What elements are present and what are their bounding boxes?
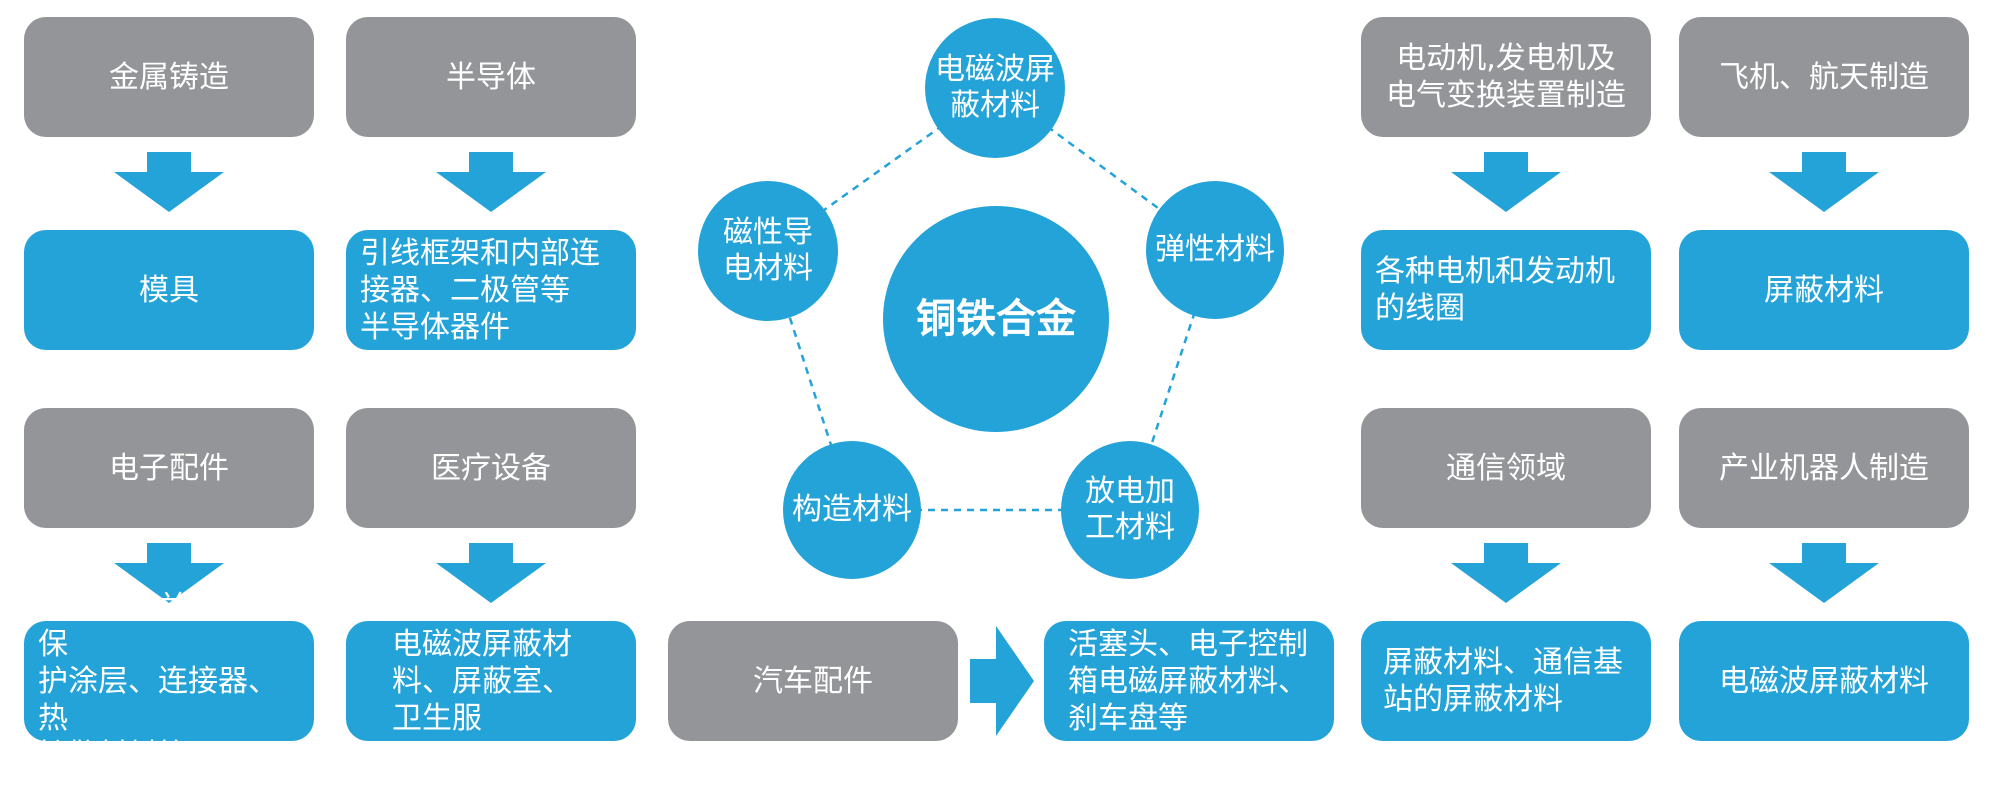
product-label: 屏蔽材料 [1764, 272, 1884, 308]
product-label: 各种电机和发动机 的线圈 [1375, 254, 1615, 326]
product-label: 模具 [139, 272, 199, 308]
material-node-elastic: 弹性材料 [1146, 181, 1284, 319]
material-label: 构造材料 [792, 492, 912, 527]
product-box-semiconductor-devices: 引线框架和内部连 接器、二极管等 半导体器件 [346, 230, 636, 350]
material-node-edm: 放电加 工材料 [1061, 441, 1199, 579]
product-label: 电线、开关、电磁保 护涂层、连接器、热 扩敬材料等 [38, 589, 278, 773]
industry-box-telecom: 通信领域 [1361, 408, 1651, 528]
industry-label: 半导体 [446, 59, 536, 95]
material-node-emi-shielding: 电磁波屏 蔽材料 [925, 18, 1065, 158]
product-label: 电磁波屏蔽材 料、屏蔽室、 卫生服 [392, 626, 572, 736]
product-label: 电磁波屏蔽材料 [1719, 663, 1929, 699]
material-label: 电磁波屏 蔽材料 [935, 52, 1055, 123]
industry-box-metal-casting: 金属铸造 [24, 17, 314, 137]
industry-box-industrial-robotics: 产业机器人制造 [1679, 408, 1969, 528]
industry-box-aerospace: 飞机、航天制造 [1679, 17, 1969, 137]
product-box-shielding-materials: 屏蔽材料 [1679, 230, 1969, 350]
industry-label: 电子配件 [109, 450, 229, 486]
product-label: 活塞头、电子控制 箱电磁屏蔽材料、 刹车盘等 [1068, 626, 1308, 736]
product-box-motor-coils: 各种电机和发动机 的线圈 [1361, 230, 1651, 350]
down-arrow-icon [1769, 152, 1879, 212]
material-label: 磁性导 电材料 [723, 215, 813, 286]
industry-label: 通信领域 [1446, 450, 1566, 486]
industry-box-motor-generator: 电动机,发电机及 电气变换装置制造 [1361, 17, 1651, 137]
product-box-piston-heads: 活塞头、电子控制 箱电磁屏蔽材料、 刹车盘等 [1044, 621, 1334, 741]
product-box-emi-shielding-room: 电磁波屏蔽材 料、屏蔽室、 卫生服 [346, 621, 636, 741]
down-arrow-icon [436, 152, 546, 212]
industry-box-electronic-parts: 电子配件 [24, 408, 314, 528]
industry-label: 飞机、航天制造 [1719, 59, 1929, 95]
down-arrow-icon [1451, 543, 1561, 603]
right-arrow-icon [970, 626, 1034, 736]
industry-label: 产业机器人制造 [1719, 450, 1929, 486]
down-arrow-icon [1451, 152, 1561, 212]
core-label: 铜铁合金 [916, 296, 1076, 342]
industry-label: 汽车配件 [753, 663, 873, 699]
material-label: 放电加 工材料 [1085, 474, 1175, 545]
down-arrow-icon [114, 152, 224, 212]
product-box-wires-switches: 电线、开关、电磁保 护涂层、连接器、热 扩敬材料等 [24, 590, 314, 773]
material-node-structural: 构造材料 [783, 441, 921, 579]
down-arrow-icon [436, 543, 546, 603]
industry-box-auto-parts: 汽车配件 [668, 621, 958, 741]
industry-label: 电动机,发电机及 电气变换装置制造 [1386, 41, 1626, 113]
industry-box-medical-equipment: 医疗设备 [346, 408, 636, 528]
material-label: 弹性材料 [1155, 232, 1275, 267]
product-label: 屏蔽材料、通信基 站的屏蔽材料 [1383, 645, 1623, 717]
product-box-emi-shielding: 电磁波屏蔽材料 [1679, 621, 1969, 741]
down-arrow-icon [1769, 543, 1879, 603]
material-node-magnetic-conductive: 磁性导 电材料 [698, 181, 838, 321]
industry-label: 金属铸造 [109, 59, 229, 95]
core-node-copper-iron-alloy: 铜铁合金 [883, 206, 1109, 432]
down-arrow-icon [114, 543, 224, 603]
industry-box-semiconductor: 半导体 [346, 17, 636, 137]
industry-label: 医疗设备 [431, 450, 551, 486]
product-box-base-station-shielding: 屏蔽材料、通信基 站的屏蔽材料 [1361, 621, 1651, 741]
product-label: 引线框架和内部连 接器、二极管等 半导体器件 [360, 235, 600, 345]
product-box-molds: 模具 [24, 230, 314, 350]
